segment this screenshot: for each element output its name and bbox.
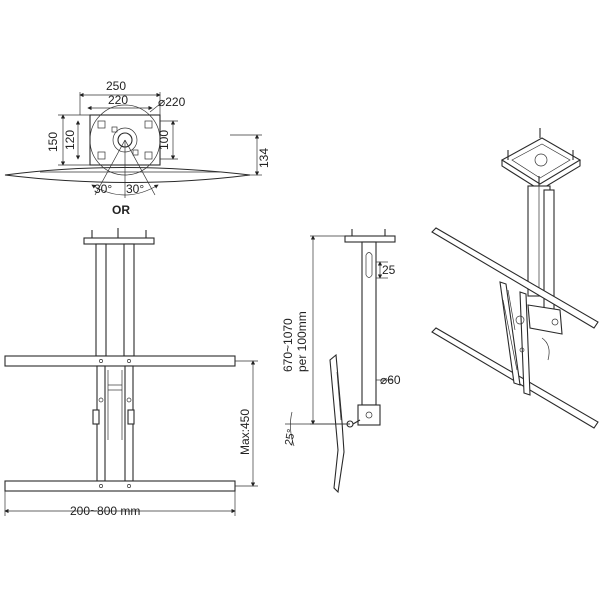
iso-tilt-head	[527, 304, 563, 335]
dim-120-label: 120	[63, 130, 77, 150]
dim-diam220-label: ⌀220	[158, 95, 186, 109]
dim-134-label: 134	[257, 148, 271, 168]
dim-150-label: 150	[46, 132, 60, 152]
side-view: 25 ⌀60 670~1070 per 100mm 25°	[281, 229, 401, 494]
dim-250-label: 250	[106, 79, 126, 93]
front-pole-right	[123, 243, 135, 357]
dim-length-label: 670~1070	[281, 318, 295, 372]
front-view: 200~800 mm Max:450	[4, 228, 258, 518]
tilted-screen-bar	[329, 353, 345, 494]
front-upper-rail	[4, 355, 236, 367]
dim-220-label: 220	[108, 93, 128, 107]
angle-left-label: 30°	[94, 182, 112, 196]
dim-25-label: 25	[382, 263, 396, 277]
front-lower-rail	[4, 480, 236, 492]
angle-right-label: 30°	[126, 182, 144, 196]
dim-100-label: 100	[157, 130, 171, 150]
dim-width-label: 200~800 mm	[70, 504, 140, 518]
or-label: OR	[112, 203, 130, 217]
isometric-view	[431, 128, 599, 429]
front-pole-left	[95, 243, 107, 357]
tilt-angle-label: 25°	[283, 428, 298, 446]
tilt-head	[357, 404, 381, 426]
dim-max-height-label: Max:450	[238, 409, 252, 455]
side-pole	[361, 241, 377, 406]
dim-length-note: per 100mm	[295, 311, 309, 372]
iso-upper-rail	[431, 227, 599, 329]
dim-diam60-label: ⌀60	[380, 373, 401, 387]
top-view: 250 220 ⌀220 150 120 100 134 30° 30° OR	[4, 79, 271, 217]
